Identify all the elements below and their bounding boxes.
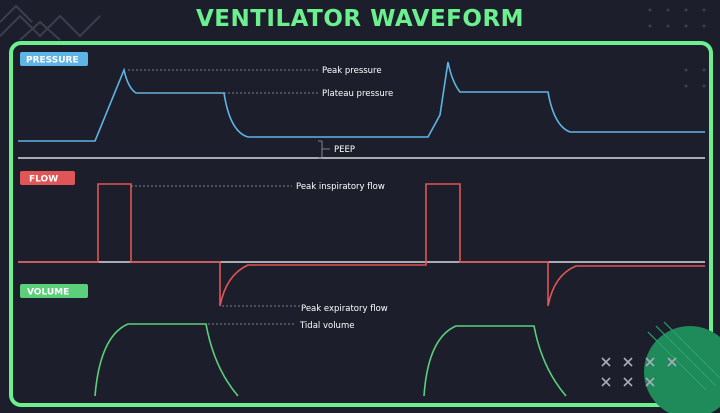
peak-inspiratory-flow-label: Peak inspiratory flow <box>296 182 385 192</box>
tidal-volume-label: Tidal volume <box>299 321 354 331</box>
page-title: VENTILATOR WAVEFORM <box>195 6 525 32</box>
pressure-badge <box>20 52 88 66</box>
decorative-hatching <box>647 321 720 391</box>
flow-badge <box>20 171 75 185</box>
pressure-badge-label: PRESSURE <box>26 56 79 66</box>
pressure-panel: PRESSURE Peak pressure Plateau pressure … <box>18 52 705 159</box>
plateau-pressure-label: Plateau pressure <box>322 89 393 99</box>
volume-badge-label: VOLUME <box>27 288 69 298</box>
volume-waveform <box>94 323 567 397</box>
pressure-waveform <box>18 61 705 142</box>
decorative-chevrons <box>0 4 101 41</box>
peak-pressure-label: Peak pressure <box>322 66 382 76</box>
peep-bracket <box>318 140 330 159</box>
diagram-frame <box>9 41 713 407</box>
decorative-crosses <box>601 357 677 387</box>
volume-badge <box>20 284 88 298</box>
volume-panel: VOLUME Tidal volume <box>20 284 567 397</box>
peak-expiratory-flow-label: Peak expiratory flow <box>301 304 388 314</box>
decorative-dots <box>648 8 706 88</box>
flow-panel: FLOW Peak inspiratory flow Peak expirato… <box>18 171 705 314</box>
flow-badge-label: FLOW <box>29 175 58 185</box>
flow-waveform <box>18 183 705 307</box>
pressure-leaders <box>128 69 318 94</box>
peep-label: PEEP <box>334 145 355 155</box>
